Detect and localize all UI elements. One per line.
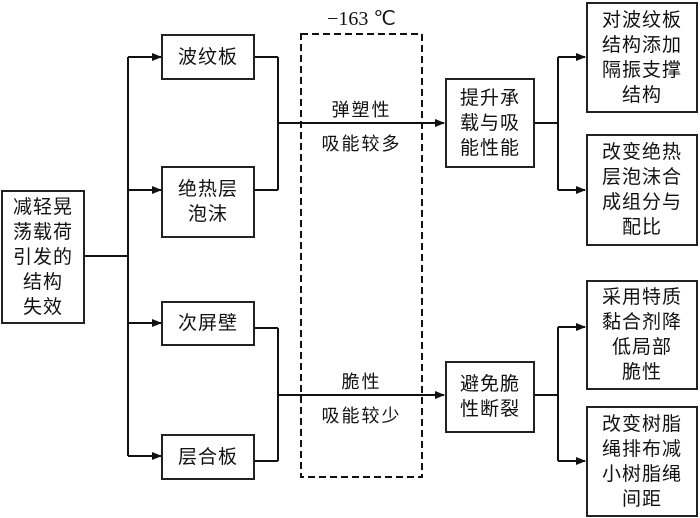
measure-box: 对波纹板 结构添加 隔振支撑 结构: [586, 2, 698, 113]
component-insulation-foam: 绝热层 泡沫: [161, 166, 255, 238]
outcome-improve-capacity: 提升承 载与吸 能性能: [445, 78, 535, 168]
component-secondary-barrier: 次屏壁: [161, 301, 255, 346]
upper-path-label-bottom: 吸能较多: [321, 134, 402, 155]
component-laminate: 层合板: [161, 434, 255, 480]
component-text: 层合板: [177, 445, 238, 468]
root-box: 减轻晃 荡载荷 引发的 结构 失效: [1, 190, 85, 324]
root-text: 减轻晃 荡载荷 引发的 结构 失效: [12, 195, 73, 318]
lower-path-label-bottom: 吸能较少: [321, 406, 402, 427]
temperature-zone: [300, 33, 423, 478]
component-text: 绝热层 泡沫: [177, 178, 238, 225]
outcome-text: 提升承 载与吸 能性能: [459, 86, 520, 159]
upper-path-label-top: 弹塑性: [331, 100, 392, 121]
measure-text: 采用特质 黏合剂降 低局部 脆性: [601, 286, 682, 383]
measure-text: 改变树脂 绳排布减 小树脂绳 间距: [601, 412, 682, 510]
measure-box: 改变树脂 绳排布减 小树脂绳 间距: [586, 406, 698, 517]
component-text: 次屏壁: [177, 312, 238, 334]
component-corrugated-plate: 波纹板: [161, 34, 255, 80]
outcome-avoid-brittle-fracture: 避免脆 性断裂: [445, 361, 535, 433]
measure-text: 改变绝热 层泡沫合 成组分与 配比: [601, 141, 682, 238]
component-text: 波纹板: [177, 45, 238, 68]
outcome-text: 避免脆 性断裂: [459, 373, 520, 420]
measure-box: 改变绝热 层泡沫合 成组分与 配比: [586, 134, 698, 246]
lower-path-label-top: 脆性: [341, 372, 382, 393]
measure-text: 对波纹板 结构添加 隔振支撑 结构: [601, 8, 682, 106]
measure-box: 采用特质 黏合剂降 低局部 脆性: [586, 280, 698, 390]
temperature-label: −163 ℃: [327, 8, 396, 30]
